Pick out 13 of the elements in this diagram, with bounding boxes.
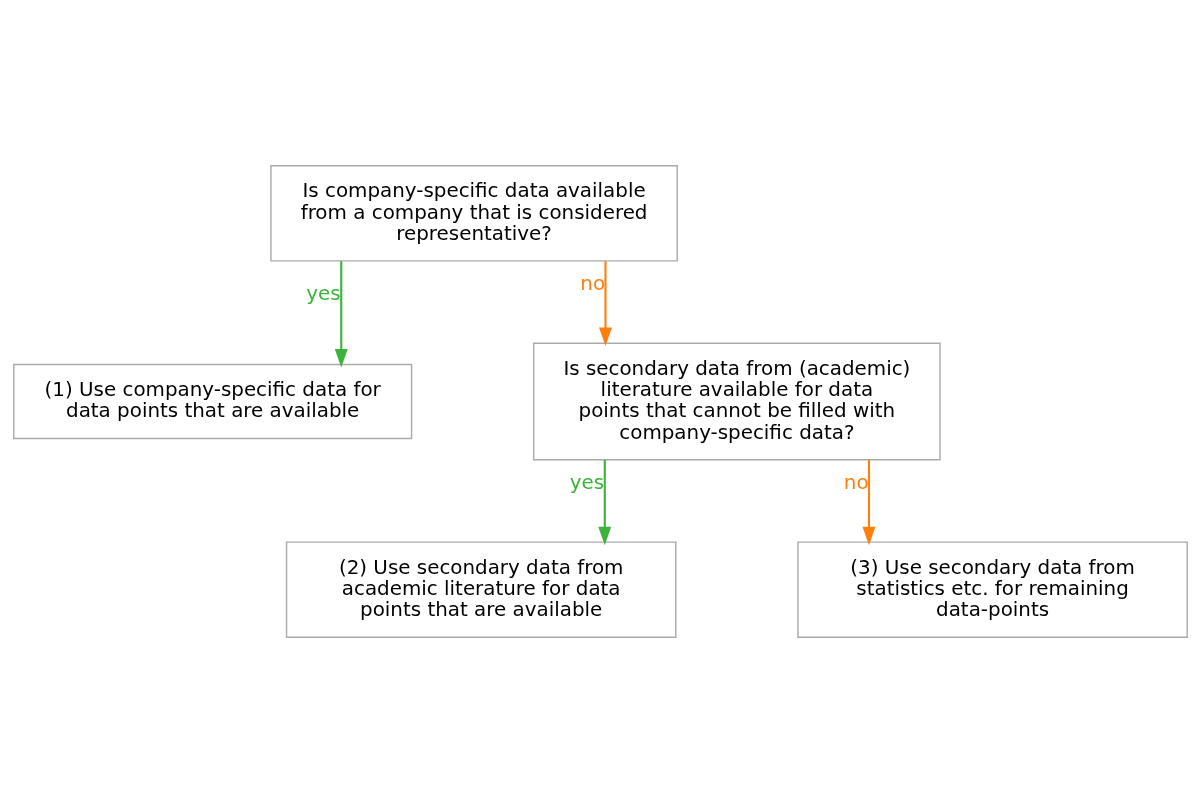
arrow: [334, 260, 348, 367]
node-box: (1) Use company-specific data for data points that are available: [13, 363, 413, 439]
node-box: Is secondary data from (academic) literature available for data points that cannot be filled with company-specific data?: [533, 342, 941, 460]
arrow: [598, 459, 612, 545]
node-box: (2) Use secondary data from academic literature for data points that are available: [285, 540, 677, 638]
node-box: Is company-specific data available from a company that is considered representative?: [270, 164, 678, 262]
arrow: [862, 459, 876, 545]
node-box: (3) Use secondary data from statistics etc. for remaining data-points: [797, 540, 1188, 638]
edge-label: no: [843, 470, 869, 493]
edge-label: yes: [306, 281, 341, 305]
edge-label: yes: [569, 470, 605, 493]
edge-label: no: [580, 271, 606, 295]
arrow: [599, 260, 612, 346]
